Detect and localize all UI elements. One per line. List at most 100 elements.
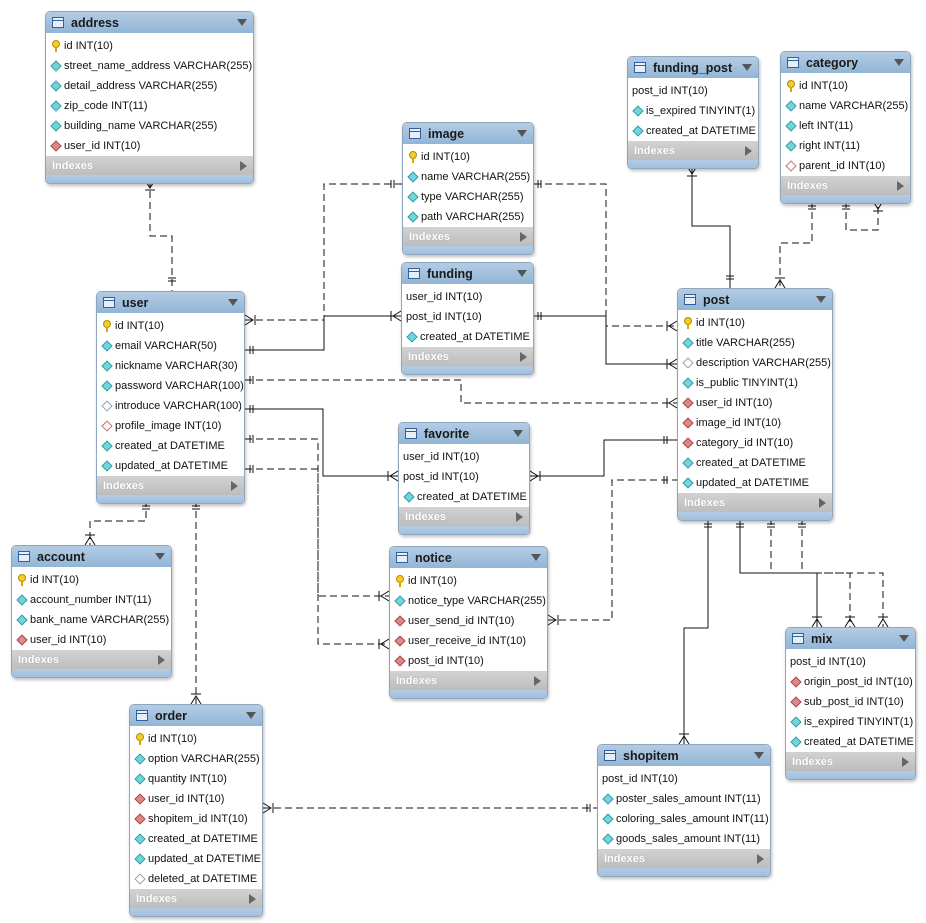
column-row[interactable]: created_at DATETIME [130, 829, 262, 849]
table-header[interactable]: mix [786, 628, 915, 649]
indexes-section[interactable]: Indexes [390, 671, 547, 690]
indexes-section[interactable]: Indexes [130, 889, 262, 908]
column-row[interactable]: left INT(11) [781, 116, 910, 136]
column-row[interactable]: sub_post_id INT(10) [786, 692, 915, 712]
column-row[interactable]: goods_sales_amount INT(11) [598, 829, 770, 849]
column-row[interactable]: is_public TINYINT(1) [678, 373, 832, 393]
indexes-section[interactable]: Indexes [399, 507, 529, 526]
column-row[interactable]: name VARCHAR(255) [781, 96, 910, 116]
table-header[interactable]: address [46, 12, 253, 33]
table-header[interactable]: user [97, 292, 244, 313]
collapse-arrow-icon[interactable] [742, 64, 752, 71]
collapse-arrow-icon[interactable] [531, 554, 541, 561]
indexes-section[interactable]: Indexes [628, 141, 758, 160]
column-row[interactable]: poster_sales_amount INT(11) [598, 789, 770, 809]
expand-arrow-icon[interactable] [231, 480, 238, 491]
collapse-arrow-icon[interactable] [228, 299, 238, 306]
column-row[interactable]: id INT(10) [403, 147, 533, 167]
collapse-arrow-icon[interactable] [513, 430, 523, 437]
indexes-section[interactable]: Indexes [678, 493, 832, 512]
column-row[interactable]: is_expired TINYINT(1) [786, 712, 915, 732]
expand-arrow-icon[interactable] [520, 231, 527, 242]
table-header[interactable]: notice [390, 547, 547, 568]
column-row[interactable]: post_id INT(10) [628, 81, 758, 101]
collapse-arrow-icon[interactable] [517, 130, 527, 137]
table-funding-post[interactable]: funding_post post_id INT(10)is_expired TI… [627, 56, 759, 169]
column-row[interactable]: bank_name VARCHAR(255) [12, 610, 171, 630]
column-row[interactable]: user_id INT(10) [678, 393, 832, 413]
column-row[interactable]: user_id INT(10) [402, 287, 533, 307]
column-row[interactable]: created_at DATETIME [97, 436, 244, 456]
indexes-section[interactable]: Indexes [786, 752, 915, 771]
column-row[interactable]: image_id INT(10) [678, 413, 832, 433]
column-row[interactable]: user_id INT(10) [399, 447, 529, 467]
expand-arrow-icon[interactable] [745, 145, 752, 156]
collapse-arrow-icon[interactable] [816, 296, 826, 303]
table-header[interactable]: funding_post [628, 57, 758, 78]
collapse-arrow-icon[interactable] [754, 752, 764, 759]
column-row[interactable]: id INT(10) [46, 36, 253, 56]
indexes-section[interactable]: Indexes [12, 650, 171, 669]
expand-arrow-icon[interactable] [516, 511, 523, 522]
column-row[interactable]: origin_post_id INT(10) [786, 672, 915, 692]
column-row[interactable]: id INT(10) [12, 570, 171, 590]
column-row[interactable]: id INT(10) [390, 571, 547, 591]
column-row[interactable]: parent_id INT(10) [781, 156, 910, 176]
column-row[interactable]: updated_at DATETIME [97, 456, 244, 476]
collapse-arrow-icon[interactable] [894, 59, 904, 66]
column-row[interactable]: user_id INT(10) [130, 789, 262, 809]
table-header[interactable]: funding [402, 263, 533, 284]
collapse-arrow-icon[interactable] [237, 19, 247, 26]
column-row[interactable]: quantity INT(10) [130, 769, 262, 789]
column-row[interactable]: password VARCHAR(100) [97, 376, 244, 396]
table-header[interactable]: post [678, 289, 832, 310]
column-row[interactable]: user_send_id INT(10) [390, 611, 547, 631]
collapse-arrow-icon[interactable] [246, 712, 256, 719]
indexes-section[interactable]: Indexes [598, 849, 770, 868]
column-row[interactable]: right INT(11) [781, 136, 910, 156]
column-row[interactable]: path VARCHAR(255) [403, 207, 533, 227]
column-row[interactable]: detail_address VARCHAR(255) [46, 76, 253, 96]
column-row[interactable]: post_id INT(10) [598, 769, 770, 789]
column-row[interactable]: building_name VARCHAR(255) [46, 116, 253, 136]
column-row[interactable]: created_at DATETIME [786, 732, 915, 752]
collapse-arrow-icon[interactable] [155, 553, 165, 560]
column-row[interactable]: post_id INT(10) [402, 307, 533, 327]
column-row[interactable]: created_at DATETIME [678, 453, 832, 473]
column-row[interactable]: user_receive_id INT(10) [390, 631, 547, 651]
column-row[interactable]: email VARCHAR(50) [97, 336, 244, 356]
expand-arrow-icon[interactable] [902, 756, 909, 767]
table-header[interactable]: image [403, 123, 533, 144]
column-row[interactable]: type VARCHAR(255) [403, 187, 533, 207]
expand-arrow-icon[interactable] [534, 675, 541, 686]
column-row[interactable]: title VARCHAR(255) [678, 333, 832, 353]
column-row[interactable]: is_expired TINYINT(1) [628, 101, 758, 121]
indexes-section[interactable]: Indexes [402, 347, 533, 366]
column-row[interactable]: created_at DATETIME [628, 121, 758, 141]
indexes-section[interactable]: Indexes [781, 176, 910, 195]
expand-arrow-icon[interactable] [158, 654, 165, 665]
expand-arrow-icon[interactable] [819, 497, 826, 508]
column-row[interactable]: shopitem_id INT(10) [130, 809, 262, 829]
column-row[interactable]: id INT(10) [97, 316, 244, 336]
collapse-arrow-icon[interactable] [517, 270, 527, 277]
expand-arrow-icon[interactable] [757, 853, 764, 864]
column-row[interactable]: zip_code INT(11) [46, 96, 253, 116]
indexes-section[interactable]: Indexes [403, 227, 533, 246]
column-row[interactable]: created_at DATETIME [399, 487, 529, 507]
indexes-section[interactable]: Indexes [46, 156, 253, 175]
table-header[interactable]: favorite [399, 423, 529, 444]
column-row[interactable]: id INT(10) [678, 313, 832, 333]
column-row[interactable]: deleted_at DATETIME [130, 869, 262, 889]
column-row[interactable]: user_id INT(10) [12, 630, 171, 650]
